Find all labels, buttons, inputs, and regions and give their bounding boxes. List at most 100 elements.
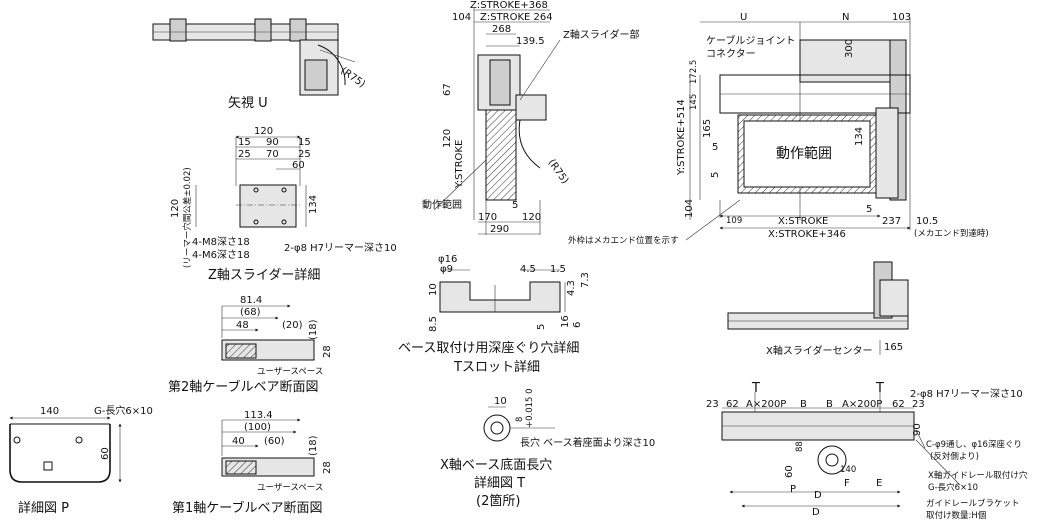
dim-8-tol: 8 bbox=[515, 417, 525, 422]
dim-18-a: (18) bbox=[308, 319, 319, 340]
m6-note: 4-M6深さ18 bbox=[192, 249, 250, 261]
b-b: B bbox=[826, 399, 833, 410]
dim-134-a: 134 bbox=[308, 195, 319, 214]
dim-88: 88 bbox=[795, 441, 805, 452]
dim-5-d: 5 bbox=[710, 172, 721, 178]
dim-90: 90 bbox=[266, 137, 279, 148]
detail-p-drawing bbox=[9, 416, 122, 483]
dim-104-b: 104 bbox=[684, 199, 695, 218]
motion-range-b: 動作範囲 bbox=[776, 145, 832, 162]
user-space-a: ユーザースペース bbox=[257, 367, 323, 377]
dim-7-3: 7.3 bbox=[580, 272, 591, 288]
c-hole-sub: (反対側より) bbox=[930, 451, 979, 462]
dim-25-b: 25 bbox=[298, 149, 311, 160]
dim-5-e: 5 bbox=[866, 204, 872, 215]
view-u-drawing bbox=[152, 18, 356, 96]
dim-165-b: 165 bbox=[884, 342, 903, 353]
dim-10-a: 10 bbox=[428, 283, 439, 296]
x-rail-hole-note: X軸ガイドレール取付け穴 bbox=[928, 470, 1028, 481]
base-counterbore-title: ベース取付け用深座ぐり穴詳細 bbox=[398, 340, 579, 356]
t-slot-title: Tスロット詳細 bbox=[453, 359, 540, 375]
dim-109: 109 bbox=[726, 216, 742, 226]
user-space-b: ユーザースペース bbox=[257, 483, 323, 493]
dim-18-b: (18) bbox=[308, 435, 319, 456]
detail-t-title: 詳細図 T bbox=[474, 475, 525, 491]
t-slot-drawing bbox=[439, 269, 566, 313]
c-hole-note: C-φ9通し、φ16深座ぐり bbox=[926, 439, 1022, 450]
g-hole-note-b: G-長穴6×10 bbox=[928, 482, 978, 493]
y-stroke-label: Y:STROKE bbox=[454, 140, 465, 189]
two-places: (2箇所) bbox=[476, 493, 520, 509]
detail-p-title: 詳細図 P bbox=[18, 500, 69, 516]
tolerance-value: +0.015 0 bbox=[525, 388, 535, 428]
z-stroke-264: Z:STROKE 264 bbox=[480, 12, 553, 23]
dim-113-4: 113.4 bbox=[244, 410, 273, 421]
x-stroke-346: X:STROKE+346 bbox=[768, 229, 846, 240]
cable-joint-label: ケーブルジョイント bbox=[706, 34, 795, 47]
detail-t-drawing bbox=[483, 406, 555, 442]
mech-end-note: (メカエンド到達時) bbox=[914, 228, 989, 239]
dim-237: 237 bbox=[882, 216, 901, 227]
z-slider-detail-drawing bbox=[195, 135, 307, 228]
dim-120-b: 120 bbox=[522, 212, 541, 223]
r75-b: (R75) bbox=[546, 157, 571, 186]
dim-60-b: (60) bbox=[264, 436, 285, 447]
cable-2nd-drawing bbox=[221, 304, 315, 361]
ream-tolerance-note: (リーマー穴間公差±0.02) bbox=[182, 167, 193, 268]
front-view-drawing bbox=[727, 261, 909, 355]
dim-139-5: 139.5 bbox=[516, 36, 545, 47]
z-slider-detail-title: Z軸スライダー詳細 bbox=[208, 267, 320, 283]
dim-290: 290 bbox=[490, 224, 509, 235]
dim-15-a: 15 bbox=[238, 137, 251, 148]
m8-note: 4-M8深さ18 bbox=[192, 236, 250, 248]
dim-60-a: 60 bbox=[292, 160, 305, 171]
dim-28-b: 28 bbox=[322, 461, 333, 474]
dim-100: (100) bbox=[244, 422, 271, 433]
dim-8-5: 8.5 bbox=[428, 316, 439, 332]
dim-165-a: 165 bbox=[702, 119, 713, 138]
dim-120-v: 120 bbox=[170, 199, 181, 218]
y-stroke-514: Y:STROKE+514 bbox=[676, 99, 687, 176]
dim-d-1: D bbox=[814, 490, 822, 501]
dim-28-a: 28 bbox=[322, 345, 333, 358]
dim-140-b: 140 bbox=[840, 465, 856, 475]
dim-23-b: 23 bbox=[912, 399, 925, 410]
dim-4-5: 4.5 bbox=[520, 264, 536, 275]
side-view-drawing bbox=[433, 8, 561, 235]
dim-104-a: 104 bbox=[452, 12, 471, 23]
dim-62-b: 62 bbox=[892, 399, 905, 410]
dim-6: 6 bbox=[572, 322, 583, 328]
dim-134-b: 134 bbox=[854, 127, 865, 146]
dim-5-b: 5 bbox=[536, 324, 547, 330]
phi8-ream-note-b: 2-φ8 H7リーマー深さ10 bbox=[910, 388, 1023, 400]
dim-300: 300 bbox=[844, 39, 855, 58]
dim-172-5: 172.5 bbox=[689, 60, 699, 84]
connector-label: コネクター bbox=[706, 48, 756, 60]
dim-81-4: 81.4 bbox=[240, 295, 262, 306]
dim-n: N bbox=[842, 12, 849, 23]
dim-60-c: 60 bbox=[784, 465, 795, 478]
z-slider-part-label: Z軸スライダー部 bbox=[563, 28, 639, 41]
dim-60-p: 60 bbox=[100, 447, 111, 460]
x-stroke: X:STROKE bbox=[778, 216, 828, 227]
dim-16: 16 bbox=[560, 315, 571, 328]
dim-120-y: 120 bbox=[442, 129, 453, 148]
dim-5-c: 5 bbox=[712, 142, 718, 153]
dim-70: 70 bbox=[266, 149, 279, 160]
g-hole-note: G-長穴6×10 bbox=[94, 404, 153, 417]
dim-40: 40 bbox=[232, 436, 245, 447]
dim-5-a: 5 bbox=[512, 200, 518, 211]
t-mark-right: T bbox=[875, 381, 884, 396]
top-view-drawing bbox=[685, 18, 911, 241]
dim-25-a: 25 bbox=[238, 149, 251, 160]
dim-f: F bbox=[844, 478, 850, 489]
dim-68: (68) bbox=[240, 307, 261, 318]
p-mark: P bbox=[790, 484, 796, 495]
dim-15-b: 15 bbox=[298, 137, 311, 148]
guide-bracket-note: ガイドレールブラケット bbox=[926, 498, 1020, 509]
dim-145: 145 bbox=[689, 94, 699, 110]
dim-48: 48 bbox=[236, 320, 249, 331]
dim-67: 67 bbox=[442, 83, 453, 96]
x-slider-center: X軸スライダーセンター bbox=[766, 344, 872, 357]
